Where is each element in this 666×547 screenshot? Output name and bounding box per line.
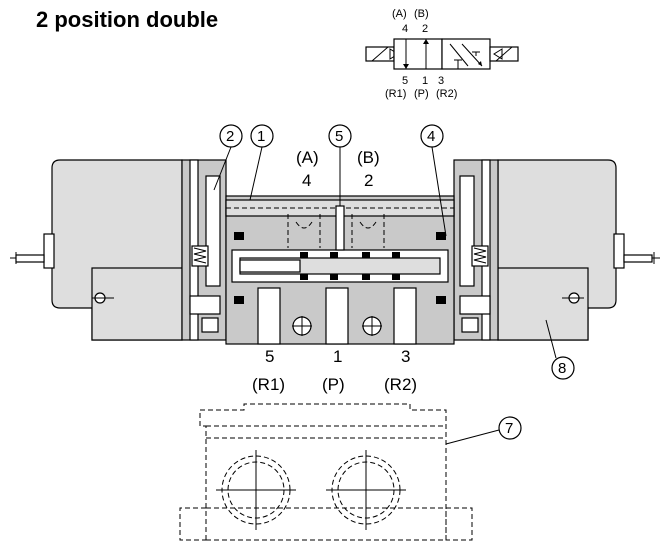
symbol-bottom-port-3: 3	[438, 75, 444, 87]
symbol-bottom-port-5: 5	[402, 75, 408, 87]
sub-plate-outline	[179, 403, 473, 541]
port-number-5: 5	[265, 347, 274, 366]
svg-text:8: 8	[558, 360, 566, 377]
symbol-bottom-port-1: 1	[422, 75, 428, 87]
port-number-1: 1	[333, 347, 342, 366]
svg-text:5: 5	[335, 128, 343, 145]
callout-7: 7	[445, 416, 522, 445]
svg-text:7: 7	[505, 420, 513, 437]
callout-5: 5	[328, 124, 352, 206]
callout-4: 4	[420, 124, 447, 237]
symbol-top-port-4: 4	[402, 23, 408, 35]
port-number-3: 3	[401, 347, 410, 366]
valve-cross-section	[10, 159, 660, 345]
port-number-2: 2	[364, 171, 373, 190]
port-number-4: 4	[302, 171, 311, 190]
port-1-channel	[325, 287, 349, 345]
symbol-bottom-label-r1: (R1)	[385, 88, 406, 100]
symbol-bottom-label-p: (P)	[414, 88, 429, 100]
symbol-top-label-b: (B)	[414, 8, 429, 20]
port-label-r2: (R2)	[384, 375, 417, 394]
svg-text:4: 4	[427, 128, 435, 145]
port-label-p: (P)	[322, 375, 345, 394]
symbol-bottom-label-r2: (R2)	[436, 88, 457, 100]
svg-text:1: 1	[257, 128, 265, 145]
symbol-top-port-2: 2	[422, 23, 428, 35]
callout-8: 8	[545, 319, 575, 380]
svg-text:2: 2	[226, 128, 234, 145]
symbol-box-left	[393, 38, 443, 70]
valve-symbol: (A) (B) 4 2 5 1 3 (R1) (P) (R2)	[365, 8, 519, 100]
callout-2: 2	[213, 124, 243, 191]
symbol-top-label-a: (A)	[392, 8, 407, 20]
port-label-a: (A)	[296, 148, 319, 167]
diagram-title: 2 position double	[36, 7, 218, 32]
callout-1: 1	[249, 124, 274, 201]
port-5-channel	[257, 287, 281, 345]
port-label-r1: (R1)	[252, 375, 285, 394]
symbol-box-right	[441, 38, 491, 70]
port-3-channel	[393, 287, 417, 345]
port-label-b: (B)	[357, 148, 380, 167]
